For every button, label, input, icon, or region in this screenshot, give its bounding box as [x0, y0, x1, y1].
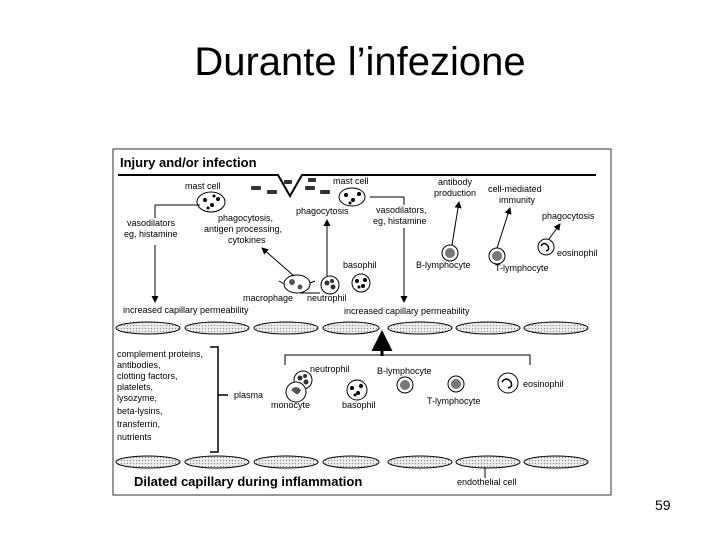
plasma-item: platelets, [117, 382, 153, 392]
vasodilators-left-label-2: eg, histamine [124, 229, 178, 239]
cell-mediated-immunity-label-2: immunity [499, 195, 536, 205]
b-lymphocyte-bottom-icon [397, 377, 413, 393]
basophil-top-label: basophil [343, 260, 377, 270]
mast-cell-center-label: mast cell [333, 176, 369, 186]
vasodilators-center-label-1: vasodilators, [376, 205, 427, 215]
basophil-top-icon [352, 274, 370, 292]
cell-mediated-immunity-label-1: cell-mediated [488, 184, 542, 194]
increased-permeability-left-label: increased capillary permeability [123, 305, 249, 315]
phagocytosis-multi-label-2: antigen processing, [204, 224, 282, 234]
plasma-label: plasma [234, 390, 263, 400]
phagocytosis-multi-label-1: phagocytosis, [218, 213, 273, 223]
phagocytosis-right-label: phagocytosis [542, 211, 595, 221]
neutrophil-top-label: neutrophil [307, 293, 347, 303]
t-lymphocyte-bottom-label: T-lymphocyte [427, 396, 481, 406]
plasma-item: clotting factors, [117, 371, 178, 381]
vasodilators-left-label-1: vasodilators [127, 218, 176, 228]
antibody-production-label-2: production [434, 188, 476, 198]
figure-footer: Dilated capillary during inflammation [134, 474, 362, 489]
plasma-item: complement proteins, [117, 349, 203, 359]
basophil-bottom-icon [347, 380, 367, 400]
eosinophil-bottom-label: eosinophil [523, 379, 564, 389]
plasma-item: nutrients [117, 432, 152, 442]
t-lymphocyte-top-icon [489, 248, 505, 264]
macrophage-label: macrophage [243, 293, 293, 303]
increased-permeability-right-label: increased capillary permeability [344, 306, 470, 316]
monocyte-icon [286, 382, 306, 402]
endothelial-cell-label: endothelial cell [457, 477, 517, 487]
t-lymphocyte-top-label: T-lymphocyte [495, 263, 549, 273]
phagocytosis-center-label: phagocytosis [296, 206, 349, 216]
vasodilators-center-label-2: eg, histamine [373, 216, 427, 226]
eosinophil-bottom-icon [498, 373, 518, 393]
eosinophil-top-label: eosinophil [557, 248, 598, 258]
monocyte-label: monocyte [271, 400, 310, 410]
phagocytosis-multi-label-3: cytokines [228, 235, 266, 245]
antibody-production-label-1: antibody [438, 177, 473, 187]
b-lymphocyte-top-label: B-lymphocyte [416, 260, 471, 270]
mast-cell-center-icon [339, 188, 365, 206]
plasma-item: transferrin, [117, 419, 160, 429]
b-lymphocyte-bottom-label: B-lymphocyte [377, 366, 432, 376]
plasma-item: lysozyme, [117, 393, 157, 403]
eosinophil-top-icon [538, 239, 554, 255]
b-lymphocyte-top-icon [442, 245, 458, 261]
plasma-item: beta-lysins, [117, 406, 163, 416]
figure-heading: Injury and/or infection [120, 155, 257, 170]
mast-cell-left-icon [197, 192, 225, 212]
t-lymphocyte-bottom-icon [448, 376, 464, 392]
page-number: 59 [655, 497, 671, 513]
basophil-bottom-label: basophil [342, 400, 376, 410]
plasma-item: antibodies, [117, 360, 161, 370]
mast-cell-left-label: mast cell [185, 181, 221, 191]
neutrophil-top-icon [321, 276, 339, 294]
neutrophil-bottom-label: neutrophil [310, 364, 350, 374]
